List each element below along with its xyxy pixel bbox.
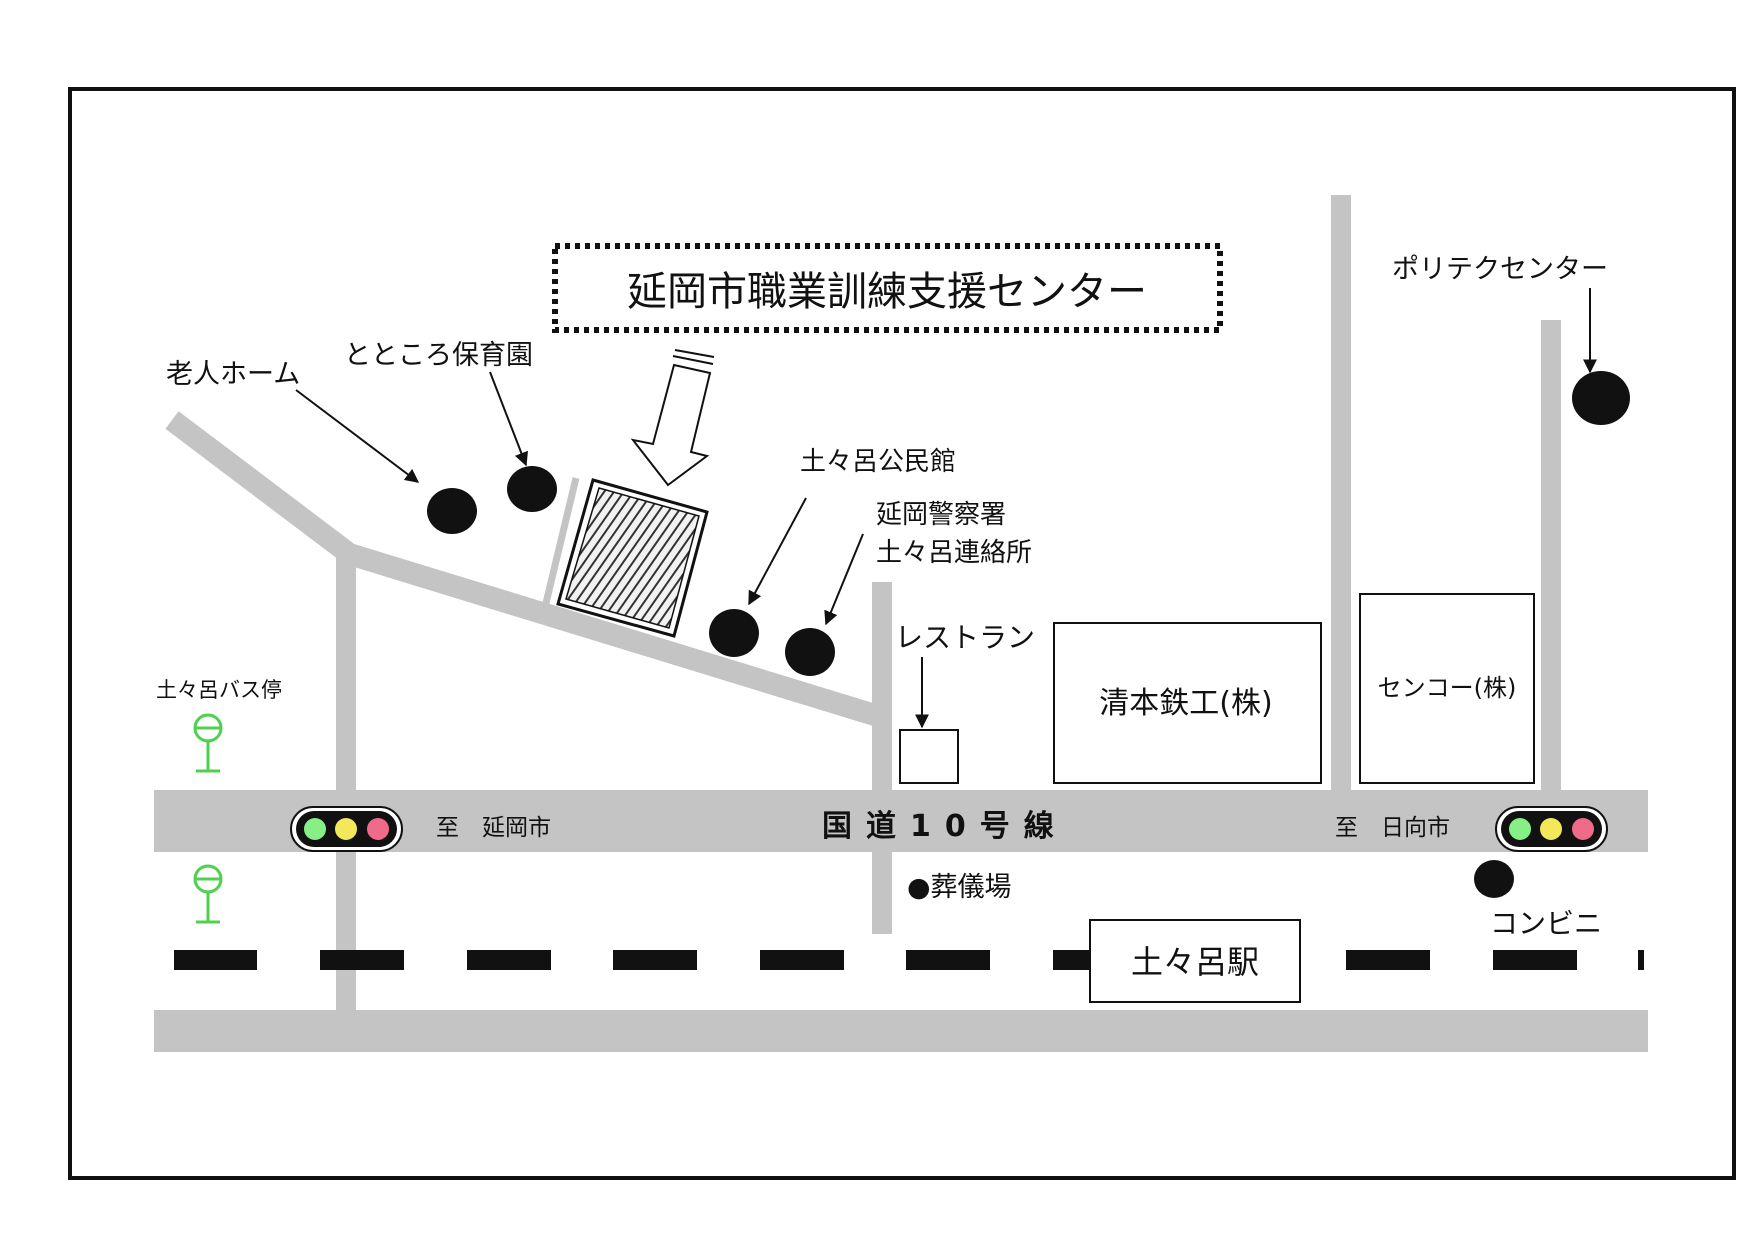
right-vertical-road-2	[1541, 320, 1561, 790]
to-hyuga-label: 至 日向市	[1335, 815, 1450, 841]
nursery-dot	[507, 466, 557, 512]
traffic-signal-left	[290, 806, 403, 852]
roads	[154, 195, 1648, 1052]
bus-stop-icon-lower	[193, 864, 223, 924]
community-hall-label: 土々呂公民館	[800, 447, 956, 477]
kiyomoto-box	[1053, 622, 1322, 784]
title: 延岡市職業訓練支援センター	[627, 269, 1147, 315]
polytech-label: ポリテクセンター	[1392, 254, 1608, 285]
left-vertical-road	[336, 552, 356, 1010]
senko-box	[1359, 593, 1535, 784]
right-vertical-road-1	[1331, 195, 1351, 790]
elderly-home-dot	[427, 488, 477, 534]
side-path	[542, 477, 580, 604]
target-arrow	[630, 349, 715, 487]
to-nobeoka-label: 至 延岡市	[436, 815, 551, 841]
upper-left-diagonal-road	[165, 411, 359, 565]
slanted-road	[342, 542, 882, 727]
restaurant-label: レストラン	[895, 621, 1035, 654]
convenience-store-label: コンビニ	[1490, 907, 1602, 940]
polytech-dot	[1572, 371, 1630, 425]
community-hall-dot	[709, 609, 759, 657]
national-route-10	[154, 790, 1648, 852]
title-box	[552, 243, 1223, 333]
nursery-label: とところ保育園	[344, 340, 533, 371]
landmark-dots	[427, 371, 1630, 898]
road-name: 国道10号線	[822, 809, 1068, 844]
police-label-line1: 延岡警察署	[876, 500, 1006, 530]
elderly-home-label: 老人ホーム	[166, 359, 300, 390]
funeral-hall-label: ●葬儀場	[907, 872, 1012, 903]
senko-label: センコー(株)	[1378, 674, 1517, 702]
bottom-road	[154, 1010, 1648, 1052]
police-label-line2: 土々呂連絡所	[876, 538, 1032, 568]
center-vertical-road	[872, 582, 892, 934]
station-label: 土々呂駅	[1131, 943, 1259, 981]
station-box	[1089, 919, 1301, 1003]
railway	[174, 950, 1644, 970]
pointer-arrows	[295, 288, 1597, 729]
kiyomoto-label: 清本鉄工(株)	[1099, 686, 1272, 721]
police-dot	[785, 628, 835, 676]
bus-stop-icon-upper	[193, 713, 223, 773]
convenience-store-dot	[1474, 860, 1514, 898]
traffic-signal-right	[1495, 806, 1608, 852]
restaurant-box	[899, 729, 959, 784]
bus-stop-label: 土々呂バス停	[156, 678, 282, 702]
